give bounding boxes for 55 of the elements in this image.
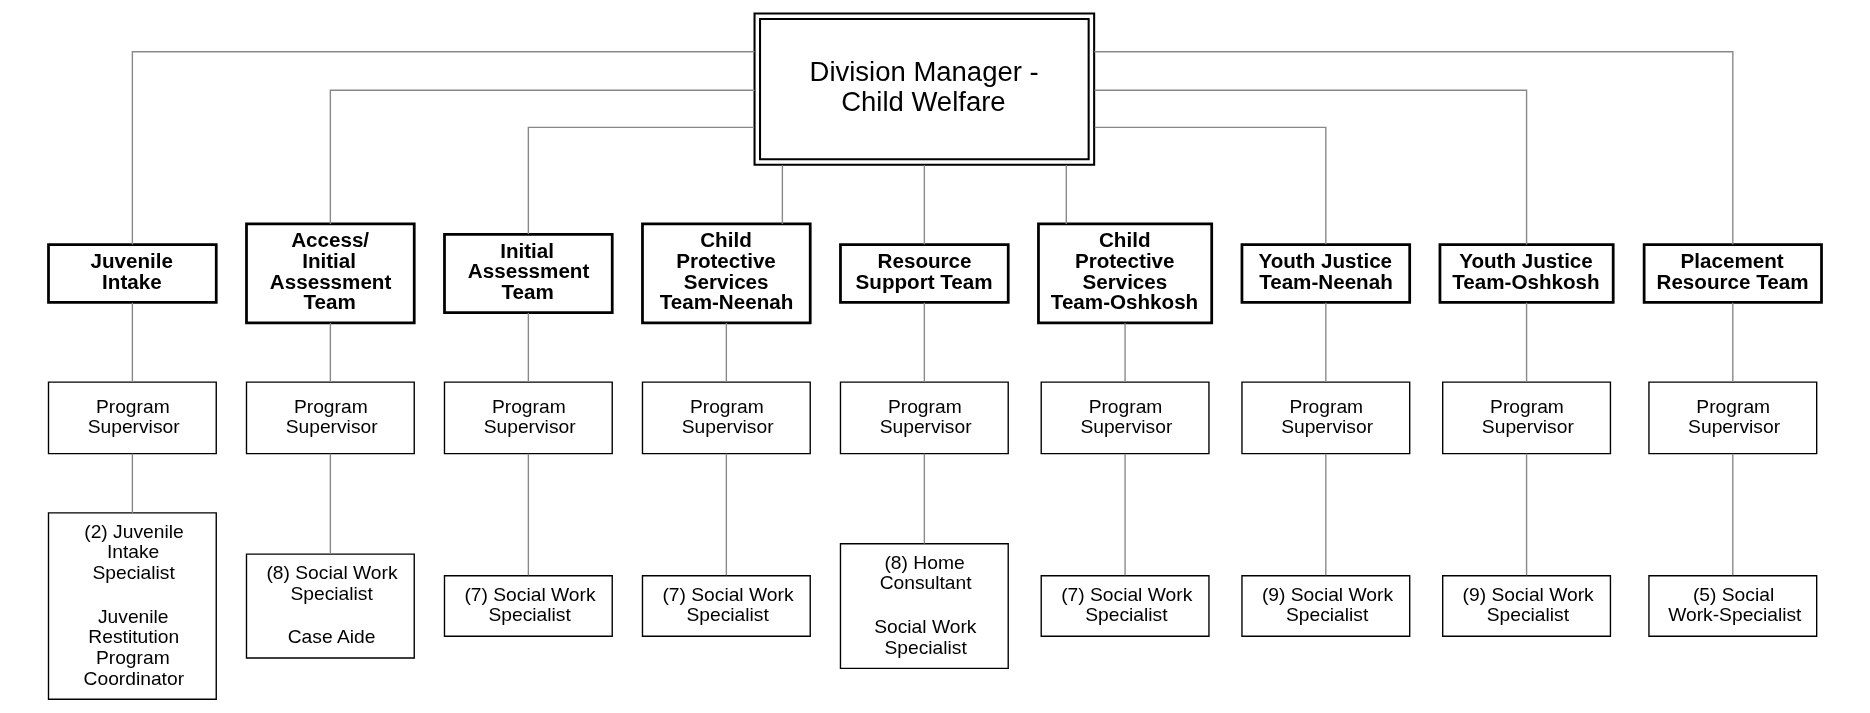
connector: [725, 453, 728, 576]
node-box: (7) Social Work Specialist: [1040, 575, 1210, 637]
connector: [1325, 302, 1327, 383]
node-box: Program Supervisor: [1040, 381, 1210, 455]
node-box: Juvenile Intake: [47, 243, 218, 304]
connector: [527, 453, 530, 576]
connector: [131, 453, 134, 514]
connector: [329, 322, 332, 383]
connector: [527, 312, 530, 383]
connector: [1093, 89, 1528, 246]
node-box: (8) Home Consultant Social Work Specialist: [839, 543, 1009, 670]
node-box: (2) Juvenile Intake Specialist Juvenile Restitution Program Coordinator: [47, 512, 217, 700]
node-box: Program Supervisor: [245, 381, 415, 455]
connector: [1124, 453, 1126, 576]
node-box: Youth Justice Team-Neenah: [1240, 243, 1412, 304]
connector: [1093, 51, 1734, 246]
connector: [923, 164, 926, 246]
connector: [1525, 302, 1528, 383]
connector: [329, 89, 756, 225]
connector: [923, 453, 926, 545]
node-box: Program Supervisor: [1648, 381, 1818, 455]
connector: [1732, 302, 1734, 383]
node-box: (7) Social Work Specialist: [443, 575, 613, 637]
node-box: Program Supervisor: [47, 381, 217, 455]
node-box: Placement Resource Team: [1642, 243, 1823, 304]
connector: [1124, 322, 1126, 383]
node-box: (8) Social Work Specialist Case Aide: [245, 553, 415, 659]
connector: [1065, 164, 1067, 225]
node-box: Program Supervisor: [1442, 381, 1612, 455]
node-box: (7) Social Work Specialist: [641, 575, 811, 637]
node-box: Program Supervisor: [641, 381, 811, 455]
connector: [527, 126, 755, 235]
node-box: (9) Social Work Specialist: [1442, 575, 1612, 637]
node-box: Program Supervisor: [443, 381, 613, 455]
connector: [923, 302, 926, 383]
node-box: Youth Justice Team-Oshkosh: [1438, 243, 1615, 304]
connector: [1325, 453, 1327, 576]
connector: [725, 322, 728, 383]
node-box: Initial Assessment Team: [443, 232, 614, 314]
connector: [1093, 126, 1327, 245]
connector: [1732, 453, 1734, 576]
connector: [131, 51, 756, 246]
node-box: Division Manager - Child Welfare: [753, 12, 1096, 166]
connector: [1525, 453, 1528, 576]
connector: [329, 453, 332, 555]
node-box: (5) Social Work-Specialist: [1648, 575, 1818, 637]
node-box: Child Protective Services Team-Neenah: [641, 222, 812, 325]
connector: [781, 164, 784, 225]
connector: [131, 302, 134, 383]
node-box: Child Protective Services Team-Oshkosh: [1037, 222, 1214, 325]
node-box: (9) Social Work Specialist: [1241, 575, 1411, 637]
node-box: Program Supervisor: [839, 381, 1009, 455]
node-box: Access/ Initial Assessment Team: [245, 222, 416, 325]
node-box: Program Supervisor: [1241, 381, 1411, 455]
node-box: Resource Support Team: [839, 243, 1010, 304]
